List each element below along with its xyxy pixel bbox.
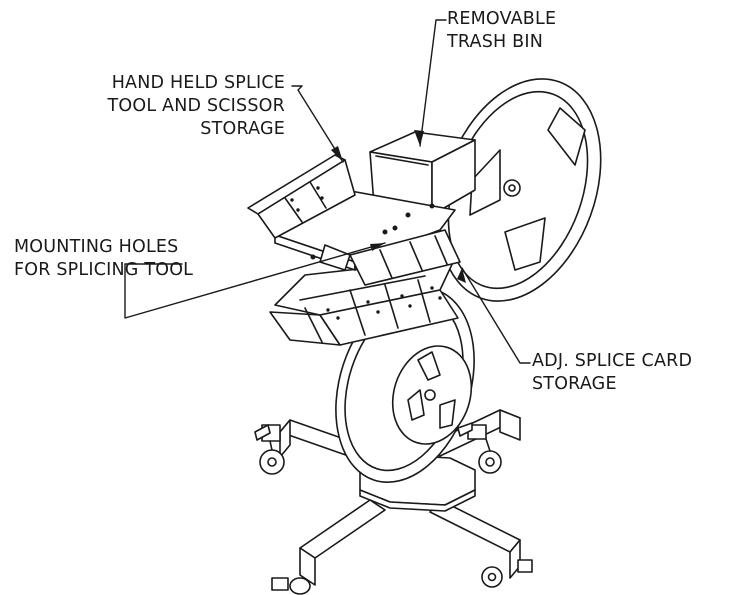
caster-front-left: [271, 577, 311, 595]
label-line: HAND HELD SPLICE: [111, 73, 285, 93]
caster-back-right: [467, 424, 502, 474]
label-line: MOUNTING HOLES: [14, 237, 179, 257]
upper-reel: [438, 78, 602, 302]
brake-pedal-right: [457, 422, 473, 437]
tool-storage-tray: [247, 154, 356, 239]
brake-pedal-left: [254, 424, 271, 441]
label-mounting-holes: MOUNTING HOLES FOR SPLICING TOOL: [14, 236, 193, 282]
trash-bin: [369, 131, 476, 216]
label-line: STORAGE: [200, 119, 285, 139]
label-line: TRASH BIN: [447, 32, 543, 52]
caster-front-right: [481, 559, 533, 588]
casters: [254, 422, 533, 595]
leader-lines: [124, 19, 531, 364]
label-line: ADJ. SPLICE CARD: [532, 351, 693, 371]
arrowheads: [331, 130, 466, 283]
label-removable-trash-bin: REMOVABLE TRASH BIN: [447, 8, 556, 54]
label-line: REMOVABLE: [447, 9, 557, 29]
label-splice-tool-storage: HAND HELD SPLICE TOOL AND SCISSOR STORAG…: [100, 72, 285, 141]
label-splice-card-storage: ADJ. SPLICE CARD STORAGE: [532, 350, 692, 396]
label-line: FOR SPLICING TOOL: [14, 260, 194, 280]
label-line: STORAGE: [532, 374, 617, 394]
label-line: TOOL AND SCISSOR: [107, 96, 285, 116]
